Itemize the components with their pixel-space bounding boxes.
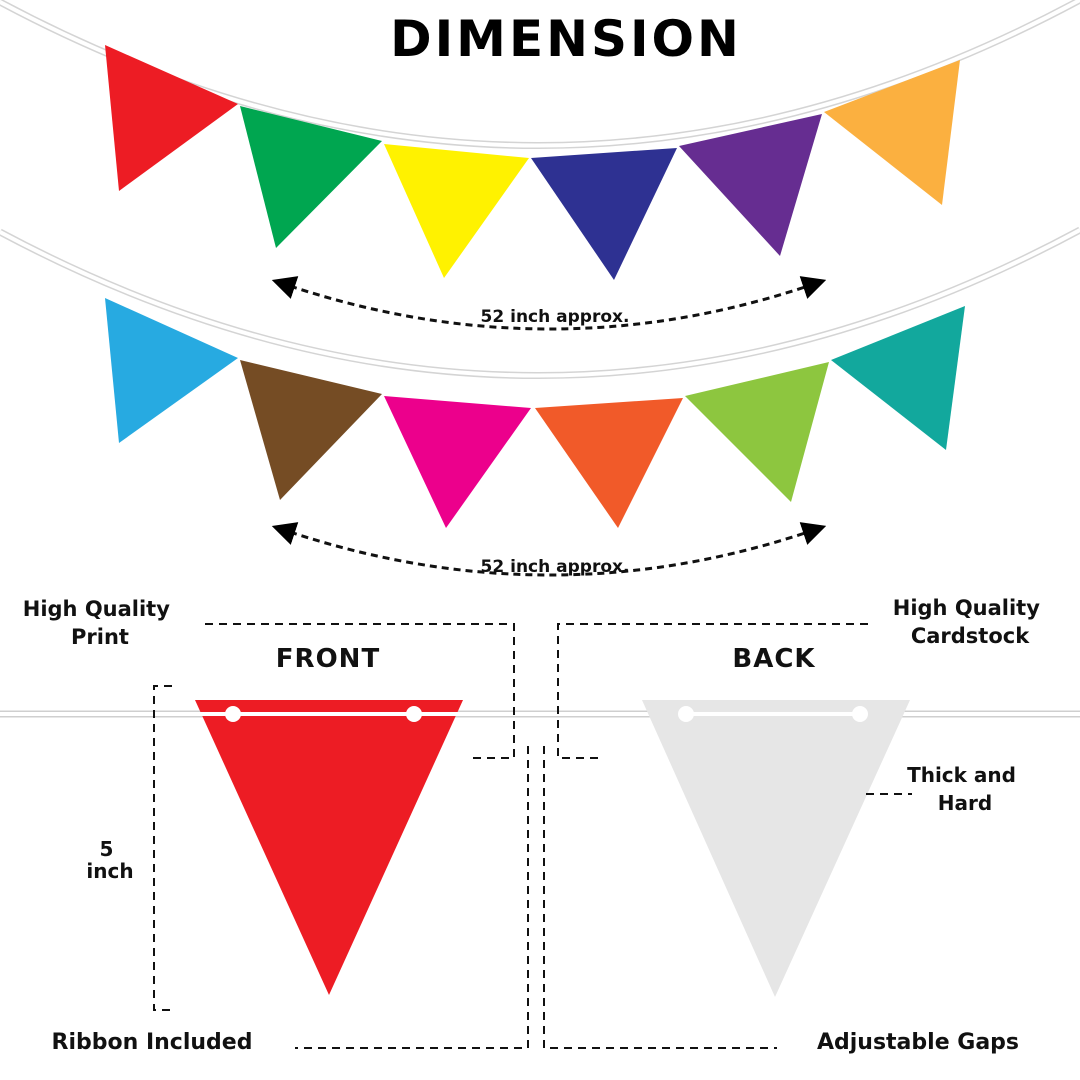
pennant-lime (685, 362, 829, 502)
pennant-magenta (384, 396, 531, 528)
pennant-dark-orange (535, 398, 683, 528)
cardstock-line-1: High Quality (893, 596, 1040, 620)
front-hole-left (225, 706, 241, 722)
page-title: DIMENSION (390, 10, 742, 68)
front-flag: FRONT (195, 644, 463, 995)
dashed-arrow-2 (271, 522, 827, 577)
back-hole-right (852, 706, 868, 722)
bunting-row-2 (0, 226, 1080, 528)
callout-print (205, 623, 515, 759)
dashed-arrow-1 (271, 276, 827, 331)
pennant-brown (240, 360, 382, 500)
thickness-label: Thick and Hard (907, 763, 1023, 815)
callout-height (153, 685, 172, 1011)
print-quality-line-1: High Quality (23, 597, 170, 621)
gaps-label: Adjustable Gaps (817, 1030, 1019, 1055)
height-unit: inch (86, 859, 133, 883)
pennant-red (105, 45, 238, 191)
pennant-teal (831, 306, 965, 450)
height-value: 5 (100, 837, 114, 861)
pennant-orange (824, 60, 960, 205)
pennant-purple (679, 114, 822, 256)
pennant-blue (531, 148, 677, 280)
back-label: BACK (732, 644, 815, 674)
front-hole-right (406, 706, 422, 722)
bunting-row-1 (0, 0, 1080, 280)
callout-lines (153, 623, 912, 1049)
thickness-line-1: Thick and (907, 763, 1016, 787)
ribbon-label: Ribbon Included (52, 1030, 253, 1055)
pennant-yellow (384, 144, 529, 278)
pennant-light-blue (105, 298, 238, 443)
height-label: 5 inch (86, 837, 133, 883)
length-label-2: 52 inch approx. (481, 557, 630, 577)
callout-gaps (543, 746, 777, 1049)
back-hole-left (678, 706, 694, 722)
length-indicator-1: 52 inch approx. (271, 276, 827, 331)
front-label: FRONT (276, 644, 380, 674)
back-flag: BACK (642, 644, 910, 997)
print-quality-label: High Quality Print (23, 597, 177, 649)
cardstock-line-2: Cardstock (911, 624, 1030, 648)
length-indicator-2: 52 inch approx. (271, 522, 827, 577)
callout-cardstock (557, 623, 868, 759)
length-label-1: 52 inch approx. (481, 307, 630, 327)
back-pennant (642, 700, 910, 997)
front-pennant (195, 700, 463, 995)
pennant-green (240, 106, 382, 248)
cardstock-label: High Quality Cardstock (893, 596, 1047, 648)
thickness-line-2: Hard (938, 791, 992, 815)
callout-ribbon (295, 746, 529, 1049)
print-quality-line-2: Print (71, 625, 129, 649)
